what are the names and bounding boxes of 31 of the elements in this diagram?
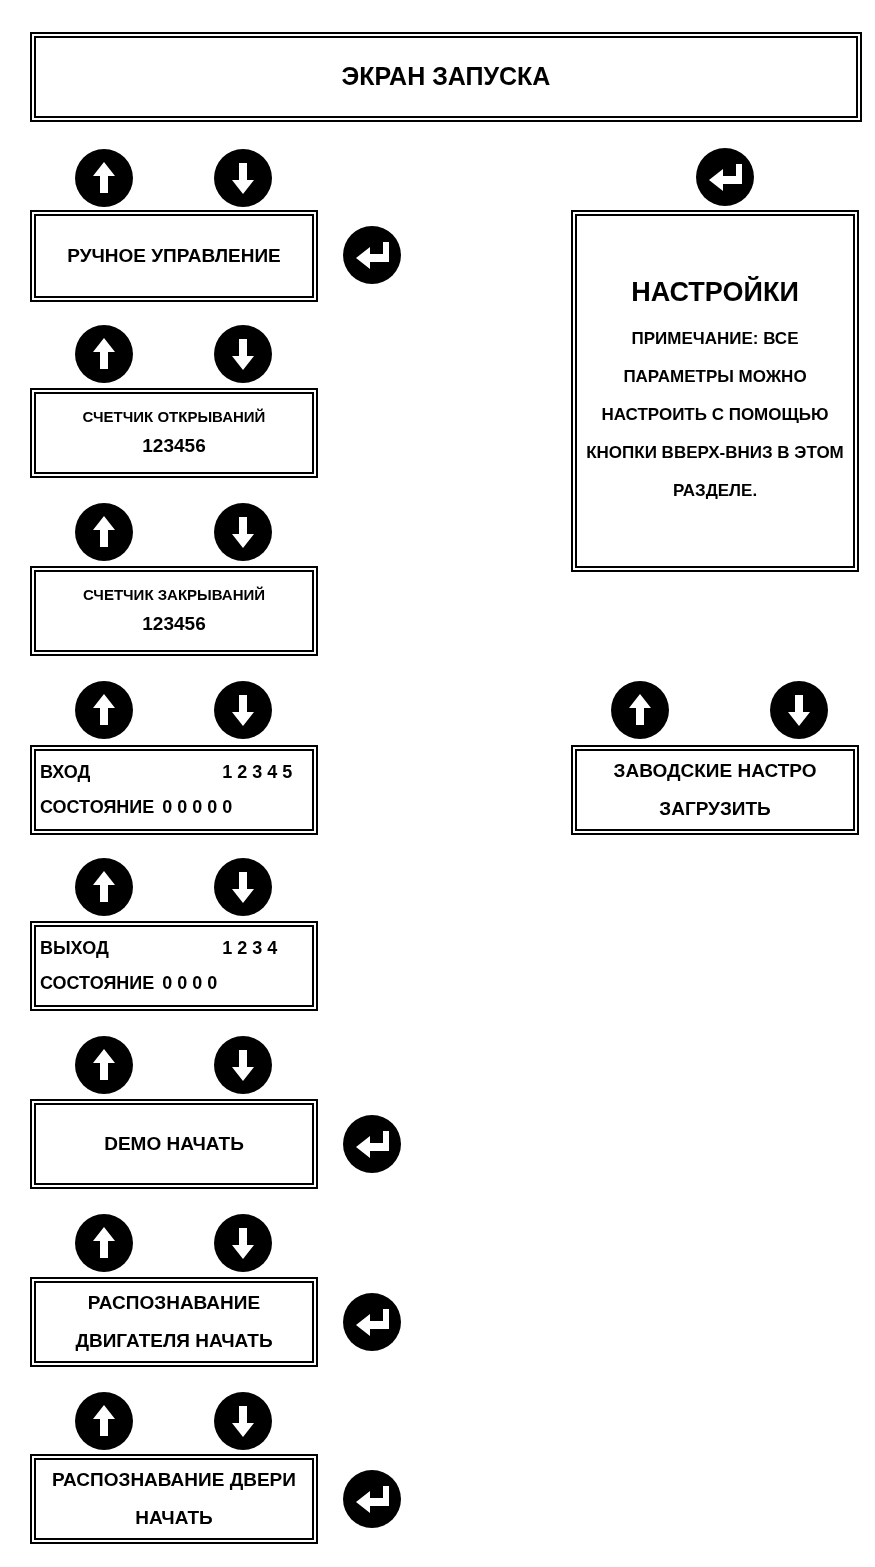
status-values: 1 2 3 4 [221,937,279,960]
menu-screen-box [30,388,318,478]
screen-title: ЭКРАН ЗАПУСКА [341,61,551,93]
menu-screen-box [30,921,318,1011]
row-label: СОСТОЯНИЕ [40,796,155,819]
menu-screen-box [30,1277,318,1367]
counter-value: 123456 [142,434,206,458]
menu-screen-box [30,566,318,656]
menu-screen-box [30,1454,318,1544]
menu-label: РУЧНОЕ УПРАВЛЕНИЕ [67,244,281,268]
menu-label: ЗАВОДСКИЕ НАСТРО ЗАГРУЗИТЬ [612,759,818,821]
menu-screen-box [571,745,859,835]
status-values: 1 2 3 4 5 [221,761,294,784]
status-values: 0 0 0 0 [162,972,219,995]
section-heading: НАСТРОЙКИ [631,275,799,309]
menu-label: РАСПОЗНАВАНИЕ ДВИГАТЕЛЯ НАЧАТЬ [74,1291,274,1353]
note-text: ПРИМЕЧАНИЕ: ВСЕ ПАРАМЕТРЫ МОЖНО НАСТРОИТЬ С ПОМОЩЬЮ КНОПКИ ВВЕРХ-ВНИЗ В ЭТОМ РАЗДЕЛЕ. [585,328,845,503]
counter-label: СЧЕТЧИК ЗАКРЫВАНИЙ [82,584,266,605]
counter-value: 123456 [142,612,206,636]
counter-label: СЧЕТЧИК ОТКРЫВАНИЙ [82,406,266,427]
menu-screen-box [30,745,318,835]
menu-label: DEMO НАЧАТЬ [104,1132,244,1156]
status-values: 0 0 0 0 0 [162,796,234,819]
menu-screen-box [30,1099,318,1189]
menu-screen-box [30,210,318,302]
menu-screen-box [30,32,862,122]
row-label: СОСТОЯНИЕ [40,972,155,995]
menu-label: РАСПОЗНАВАНИЕ ДВЕРИ НАЧАТЬ [51,1468,297,1530]
row-label: ВЫХОД [40,937,110,960]
menu-screen-box [571,210,859,572]
row-label: ВХОД [40,761,92,784]
